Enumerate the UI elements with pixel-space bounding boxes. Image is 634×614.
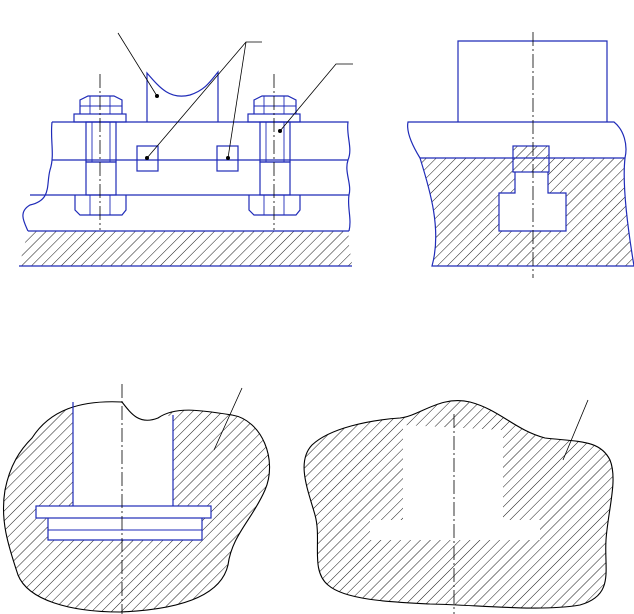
table-base-hatch (19, 231, 352, 266)
hidden-tslot-region (370, 425, 540, 540)
table-base-outline (19, 230, 352, 267)
leader-casting (213, 387, 243, 451)
view-bottom-left (2, 384, 271, 614)
lug-right (216, 145, 239, 172)
workpiece-outline (146, 70, 219, 122)
view-top-left (19, 32, 353, 267)
clamp-plate-outline (22, 121, 351, 232)
tslot-cutout (499, 158, 566, 231)
view-top-right (407, 32, 634, 278)
left-bolt (73, 95, 127, 216)
lug-left (136, 145, 159, 172)
casting-flange (35, 505, 212, 519)
leader-lugs (146, 41, 262, 159)
tslot-key (513, 146, 549, 172)
leader-hidden-casting (562, 399, 589, 461)
leader-bolt (279, 63, 353, 132)
right-bolt (247, 95, 301, 216)
leader-workpiece (117, 32, 158, 97)
view-bottom-right (303, 399, 614, 614)
